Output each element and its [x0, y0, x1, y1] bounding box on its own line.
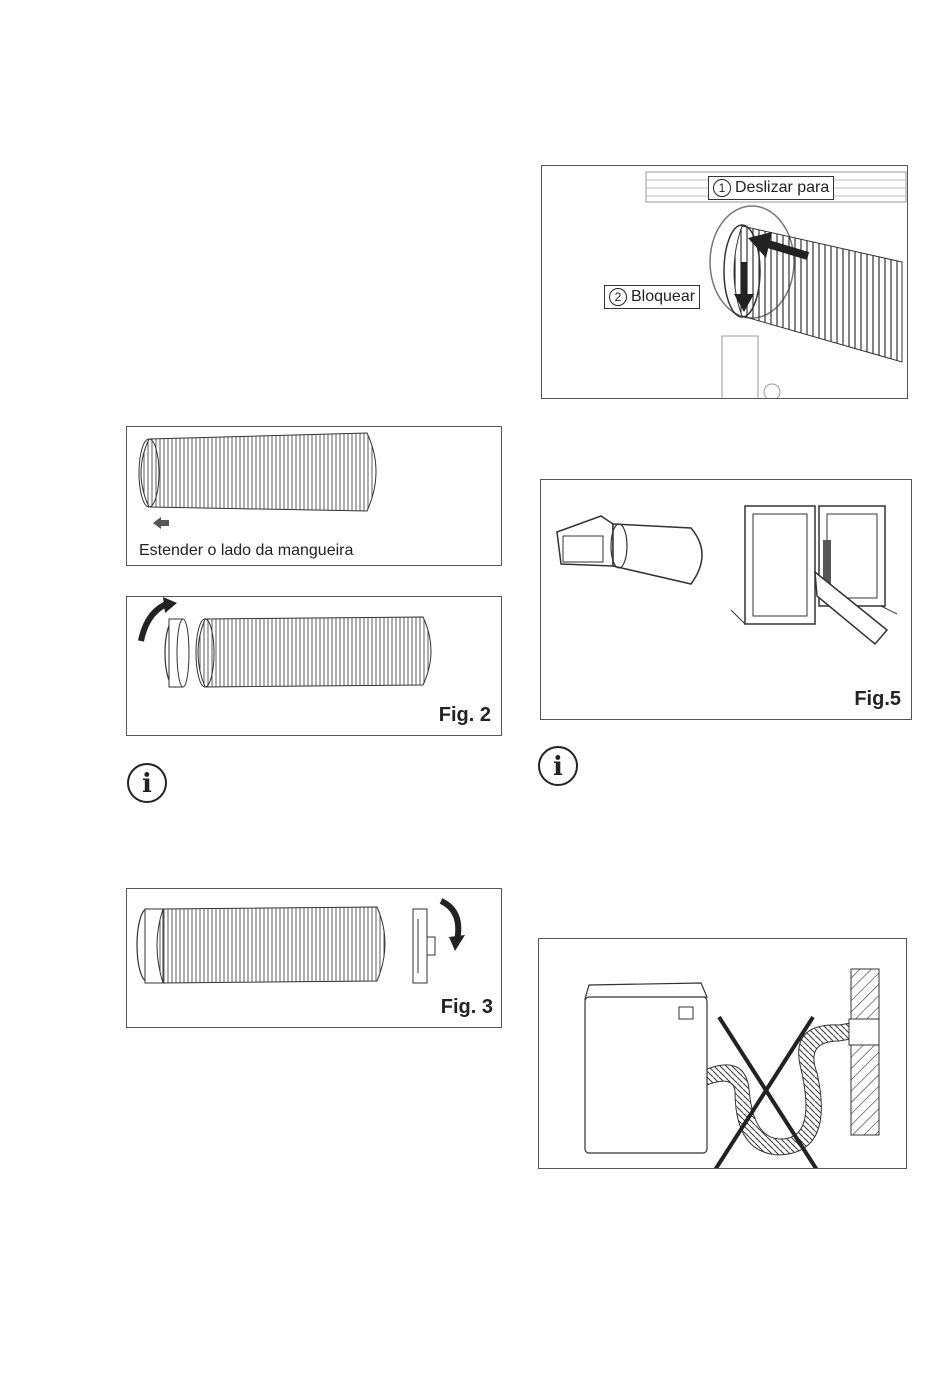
callout-slide: 1 Deslizar para — [708, 176, 834, 200]
hose-connection-illustration — [542, 166, 908, 399]
figure-extend-hose: Estender o lado da mangueira — [126, 426, 502, 566]
figure-label: Fig. 3 — [441, 996, 493, 1019]
svg-text:i: i — [553, 752, 563, 782]
figure-5: Fig.5 — [540, 479, 912, 720]
curved-arrow-icon — [441, 901, 465, 951]
figure-2: Fig. 2 — [126, 596, 502, 736]
callout-lock: 2 Bloquear — [604, 285, 700, 309]
figure-label: Fig.5 — [854, 688, 901, 711]
step-number: 2 — [609, 288, 627, 306]
svg-text:i: i — [142, 769, 152, 799]
figure-wrong-installation — [538, 938, 907, 1169]
window-kit-illustration — [541, 480, 912, 720]
info-icon: i — [126, 762, 168, 809]
air-conditioner-unit — [585, 983, 707, 1153]
info-icon: i — [537, 745, 579, 792]
callout-text: Bloquear — [631, 286, 695, 308]
arrow-left-icon — [153, 517, 169, 529]
figure-slide-lock: 1 Deslizar para 2 Bloquear — [541, 165, 908, 399]
step-number: 1 — [713, 179, 731, 197]
figure-3: Fig. 3 — [126, 888, 502, 1028]
wrong-installation-illustration — [539, 939, 907, 1169]
figure-label: Fig. 2 — [439, 704, 491, 727]
callout-text: Deslizar para — [735, 177, 829, 199]
figure-caption: Estender o lado da mangueira — [139, 542, 353, 560]
